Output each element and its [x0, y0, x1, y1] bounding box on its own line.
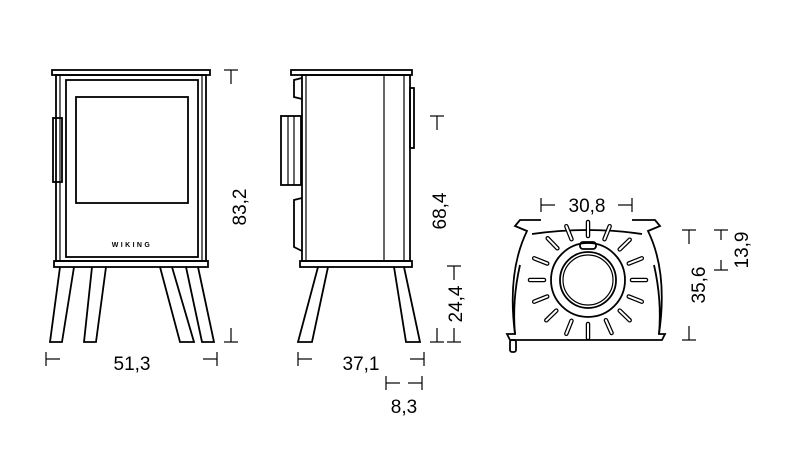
front-width-label: 51,3	[114, 354, 151, 375]
vent-slot-opening	[545, 309, 558, 322]
side-leg-height-label: 24,4	[446, 285, 467, 322]
vent-slot-opening	[618, 238, 631, 251]
vent-slot-opening	[565, 225, 573, 241]
top-vent-slots	[527, 219, 649, 341]
top-flue-width-label: 30,8	[569, 196, 606, 217]
top-ash-lever	[509, 339, 517, 353]
brand-label: WIKING	[112, 242, 152, 249]
front-view: WIKING 51,3 83,2	[45, 69, 251, 375]
top-flue-offset-dimension: 13,9	[714, 229, 753, 271]
top-depth-dimension: 35,6	[682, 229, 710, 341]
side-offset-dimension: 8,3	[385, 376, 423, 418]
side-legs	[296, 266, 422, 343]
side-door-height-label: 68,4	[430, 192, 451, 229]
side-door-handle	[280, 77, 303, 252]
side-leg-height-dimension: 24,4	[446, 265, 467, 343]
vent-slot-opening	[546, 237, 559, 250]
side-depth-label: 37,1	[343, 354, 380, 375]
front-width-dimension: 51,3	[45, 352, 218, 375]
side-depth-dimension: 37,1	[297, 352, 425, 375]
vent-slot-opening	[565, 319, 573, 335]
top-flue-collar	[550, 241, 626, 318]
vent-slot-opening	[604, 319, 613, 334]
side-view: 37,1 8,3 68,4 24,4	[280, 69, 467, 418]
vent-slot-opening	[618, 309, 631, 322]
top-depth-label: 35,6	[689, 267, 710, 304]
front-door-glass	[75, 96, 189, 204]
side-offset-label: 8,3	[391, 397, 417, 418]
vent-slot-opening	[627, 295, 643, 303]
front-stove-body	[51, 69, 211, 268]
top-flue-offset-label: 13,9	[732, 232, 753, 269]
side-rear-bracket	[409, 87, 415, 149]
side-door-height-dimension: 68,4	[430, 115, 451, 343]
front-height-dimension: 83,2	[224, 69, 251, 343]
top-stove-outline	[505, 219, 667, 353]
top-flue-width-dimension: 30,8	[540, 196, 633, 217]
vent-slot-opening	[627, 257, 643, 265]
side-stove-body	[290, 69, 413, 268]
vent-slot-opening	[603, 225, 611, 241]
vent-slot-opening	[533, 257, 549, 265]
top-view: 30,8 35,6 13,9	[505, 196, 753, 353]
front-legs	[48, 266, 216, 343]
vent-slot-opening	[533, 295, 549, 303]
front-height-label: 83,2	[230, 189, 251, 226]
